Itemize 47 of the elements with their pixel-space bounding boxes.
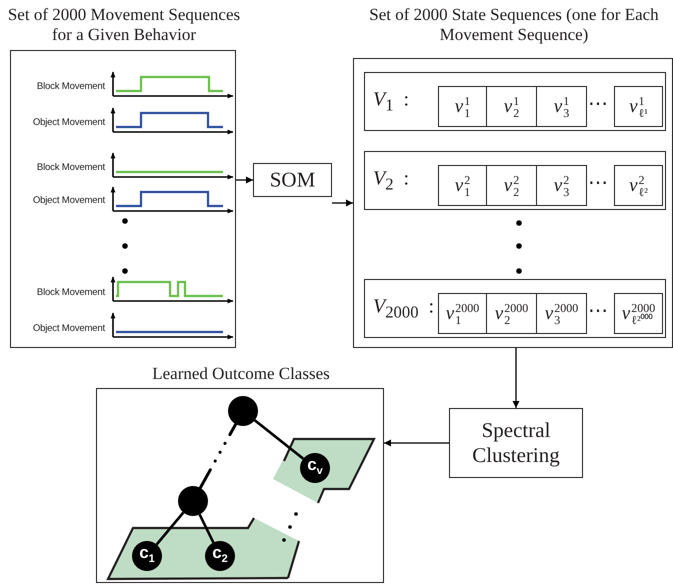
connector-line <box>254 419 304 460</box>
state-cell <box>438 293 487 334</box>
sequence-row <box>364 72 666 131</box>
sequence-row <box>364 151 666 210</box>
sequence-label: V$_{1}$ : <box>373 88 410 115</box>
state-cell <box>438 165 487 206</box>
ellipsis: ⋯ <box>588 173 608 193</box>
signal-label: Block Movement <box>36 162 105 174</box>
box-label: Spectral Clustering <box>471 418 561 468</box>
sequence-label: V$_{2000}$ : <box>373 295 434 322</box>
class-label: c$_{2}$ <box>212 542 228 568</box>
class-label: c$_{v}$ <box>307 454 323 480</box>
box-label: SOM <box>268 168 316 192</box>
sequence-row <box>364 279 666 338</box>
signal-label: Object Movement <box>32 195 105 207</box>
arrow <box>236 176 253 184</box>
signal-label: Object Movement <box>32 323 105 335</box>
state-cell <box>536 165 587 206</box>
arrow <box>332 200 353 206</box>
arrow <box>384 440 449 446</box>
state-cell <box>536 293 587 334</box>
signal-label: Block Movement <box>36 287 105 299</box>
state-cell <box>536 86 587 127</box>
ellipsis: ⋯ <box>588 301 608 321</box>
connector-line <box>198 422 238 490</box>
signal-label: Object Movement <box>32 117 105 129</box>
state-cell <box>614 293 663 334</box>
arrow <box>512 348 520 408</box>
ellipsis: ⋯ <box>588 94 608 114</box>
connector-line <box>198 514 215 544</box>
process-box <box>449 408 583 478</box>
cluster-node-circle <box>178 486 208 516</box>
class-label: c$_{1}$ <box>139 542 155 568</box>
state-cell <box>614 86 663 127</box>
connector-line <box>156 512 184 546</box>
state-cell <box>438 86 487 127</box>
sequence-label: V$_{2}$ : <box>373 167 410 194</box>
panel-heading: Set of 2000 Movement Sequences for a Given Behavior <box>6 5 242 45</box>
process-box <box>253 163 332 197</box>
state-cell <box>486 293 537 334</box>
cluster-node-circle <box>228 396 258 426</box>
panel-heading: Learned Outcome Classes <box>151 364 331 384</box>
state-cell <box>614 165 663 206</box>
signal-label: Block Movement <box>36 81 105 93</box>
panel-heading: Set of 2000 State Sequences (one for Each Movement Sequence) <box>368 5 660 45</box>
state-cell <box>486 86 537 127</box>
state-cell <box>486 165 537 206</box>
